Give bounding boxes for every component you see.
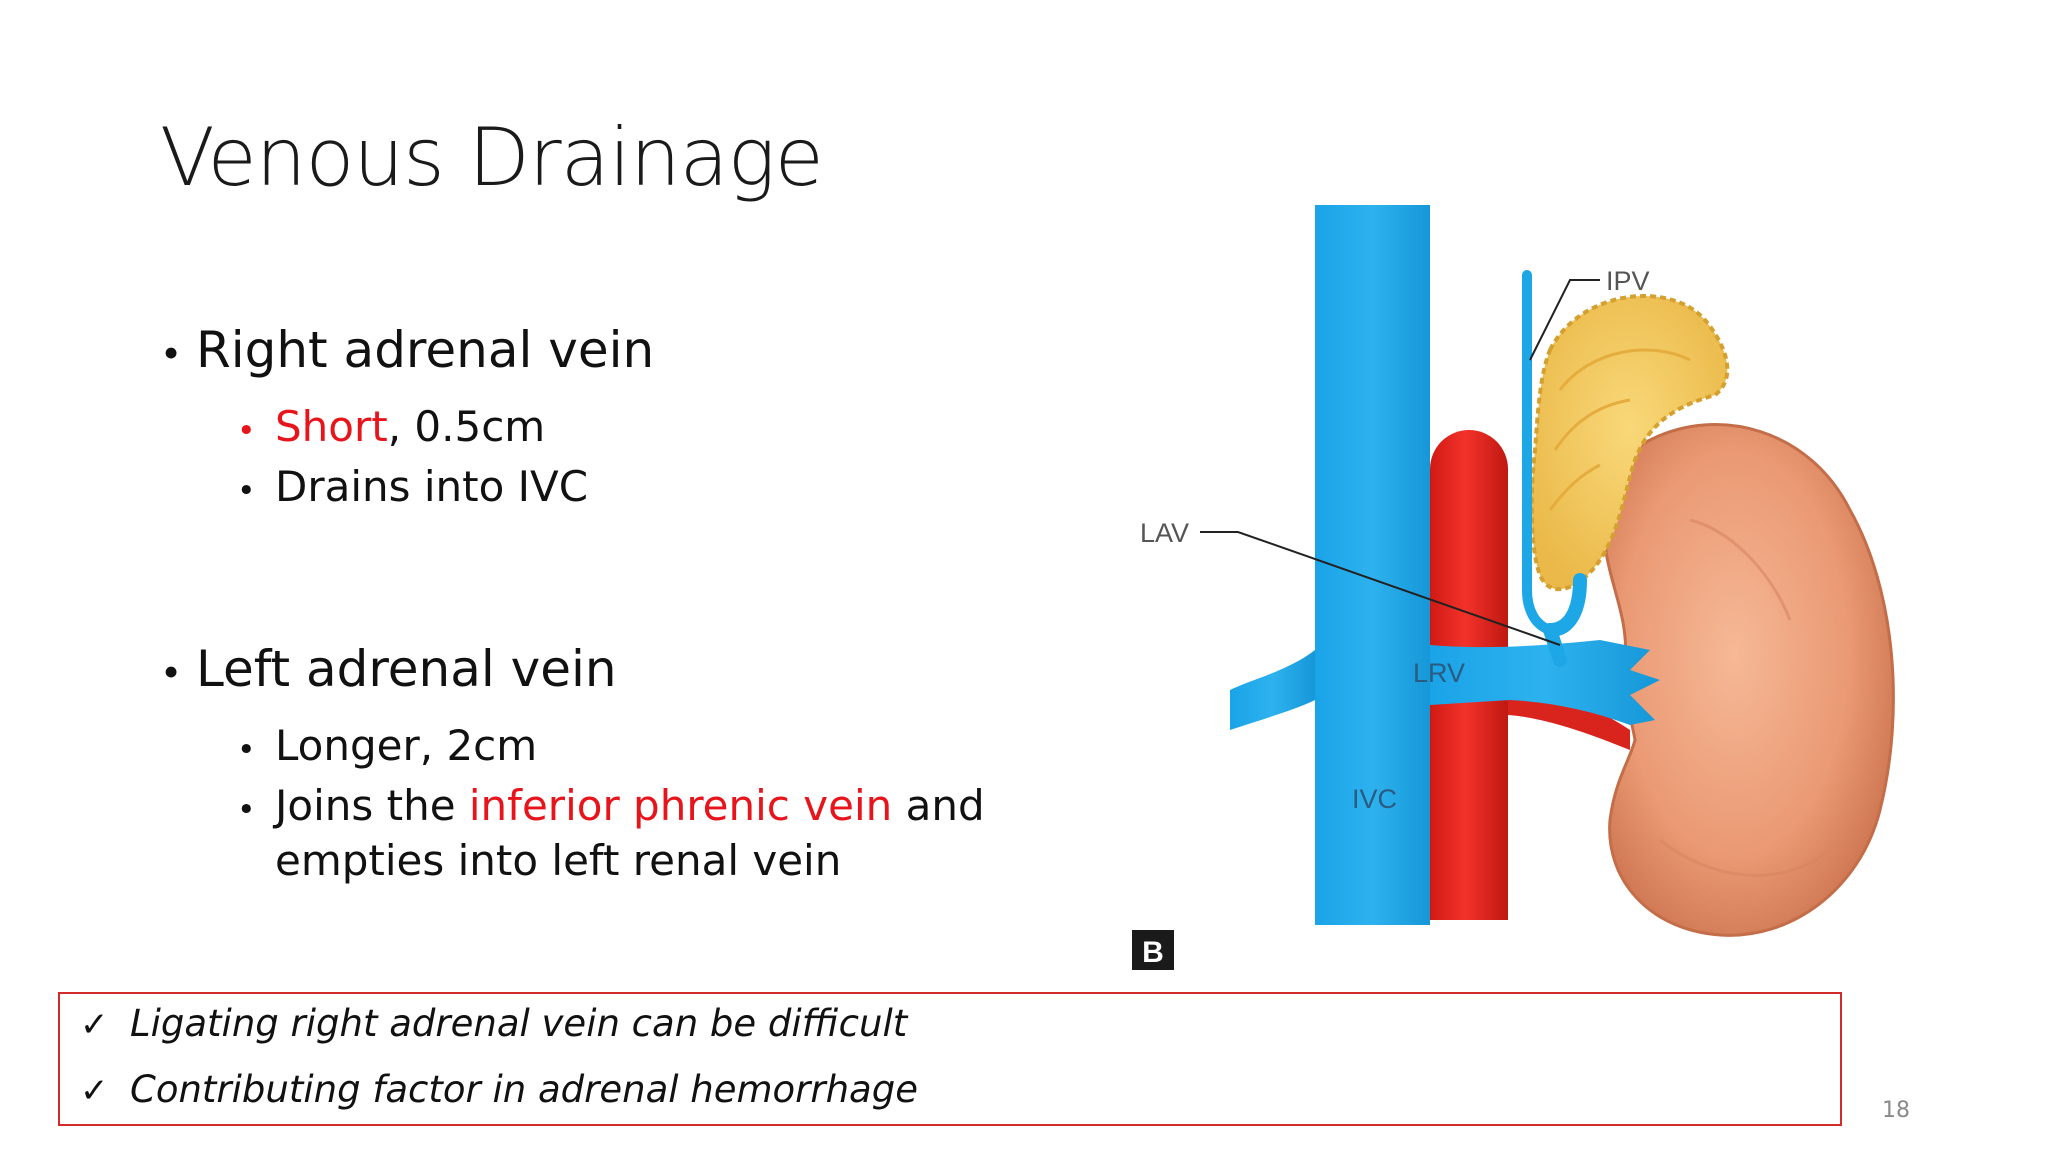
check-icon: ✓ bbox=[80, 1071, 109, 1111]
check-icon: ✓ bbox=[80, 1005, 109, 1045]
adrenal-gland bbox=[1529, 294, 1730, 592]
sub-bullet-joins: • Joins the inferior phrenic vein and em… bbox=[237, 778, 1040, 888]
panel-label-b: B bbox=[1132, 930, 1174, 970]
note-box: ✓ Ligating right adrenal vein can be dif… bbox=[58, 992, 1842, 1126]
lav-leader-line bbox=[1200, 531, 1561, 646]
label-ivc: IVC bbox=[1352, 784, 1397, 814]
label-ipv: IPV bbox=[1606, 266, 1650, 296]
note-line: ✓ Contributing factor in adrenal hemorrh… bbox=[80, 1068, 918, 1111]
bullet-icon: • bbox=[237, 792, 256, 828]
bullet-icon: • bbox=[160, 332, 183, 376]
bullet-heading: Right adrenal vein bbox=[196, 321, 655, 379]
inferior-vena-cava bbox=[1230, 205, 1660, 925]
page-number: 18 bbox=[1882, 1098, 1910, 1123]
bullet-icon: • bbox=[237, 413, 256, 449]
adrenal-venous-drainage-diagram: IPV LAV LRV IVC B bbox=[1130, 190, 1920, 990]
label-lrv: LRV bbox=[1413, 658, 1465, 688]
sub-bullet-text: Joins the bbox=[275, 781, 469, 830]
sub-bullet-text: Longer, 2cm bbox=[275, 721, 538, 770]
sub-bullet-short: • Short, 0.5cm bbox=[237, 399, 1040, 459]
sub-bullet-text: , 0.5cm bbox=[387, 402, 546, 451]
bullet-heading: Left adrenal vein bbox=[196, 640, 617, 698]
label-lav: LAV bbox=[1140, 518, 1189, 548]
bullet-icon: • bbox=[237, 732, 256, 768]
highlight-text: inferior phrenic vein bbox=[468, 781, 893, 830]
kidney bbox=[1602, 423, 1895, 937]
bullet-left-adrenal-vein: • Left adrenal vein bbox=[160, 634, 1040, 708]
bullet-right-adrenal-vein: • Right adrenal vein bbox=[160, 315, 1040, 389]
bullet-icon: • bbox=[237, 473, 256, 509]
note-line: ✓ Ligating right adrenal vein can be dif… bbox=[80, 1002, 907, 1045]
slide-title: Venous Drainage bbox=[160, 111, 824, 204]
bullet-list: • Right adrenal vein • Short, 0.5cm • Dr… bbox=[160, 315, 1040, 888]
sub-bullet-text: empties into left renal vein bbox=[275, 836, 842, 885]
ipv-leader-line bbox=[1529, 279, 1600, 361]
sub-bullet-drains: • Drains into IVC bbox=[237, 459, 1040, 519]
svg-text:B: B bbox=[1142, 936, 1164, 969]
note-text: Ligating right adrenal vein can be diffi… bbox=[130, 1002, 908, 1045]
sub-bullet-text: and bbox=[892, 781, 985, 830]
note-text: Contributing factor in adrenal hemorrhag… bbox=[130, 1068, 918, 1111]
sub-bullet-longer: • Longer, 2cm bbox=[237, 718, 1040, 778]
sub-bullet-text: Drains into IVC bbox=[275, 462, 589, 511]
bullet-icon: • bbox=[160, 651, 183, 695]
highlight-text: Short bbox=[275, 402, 388, 451]
